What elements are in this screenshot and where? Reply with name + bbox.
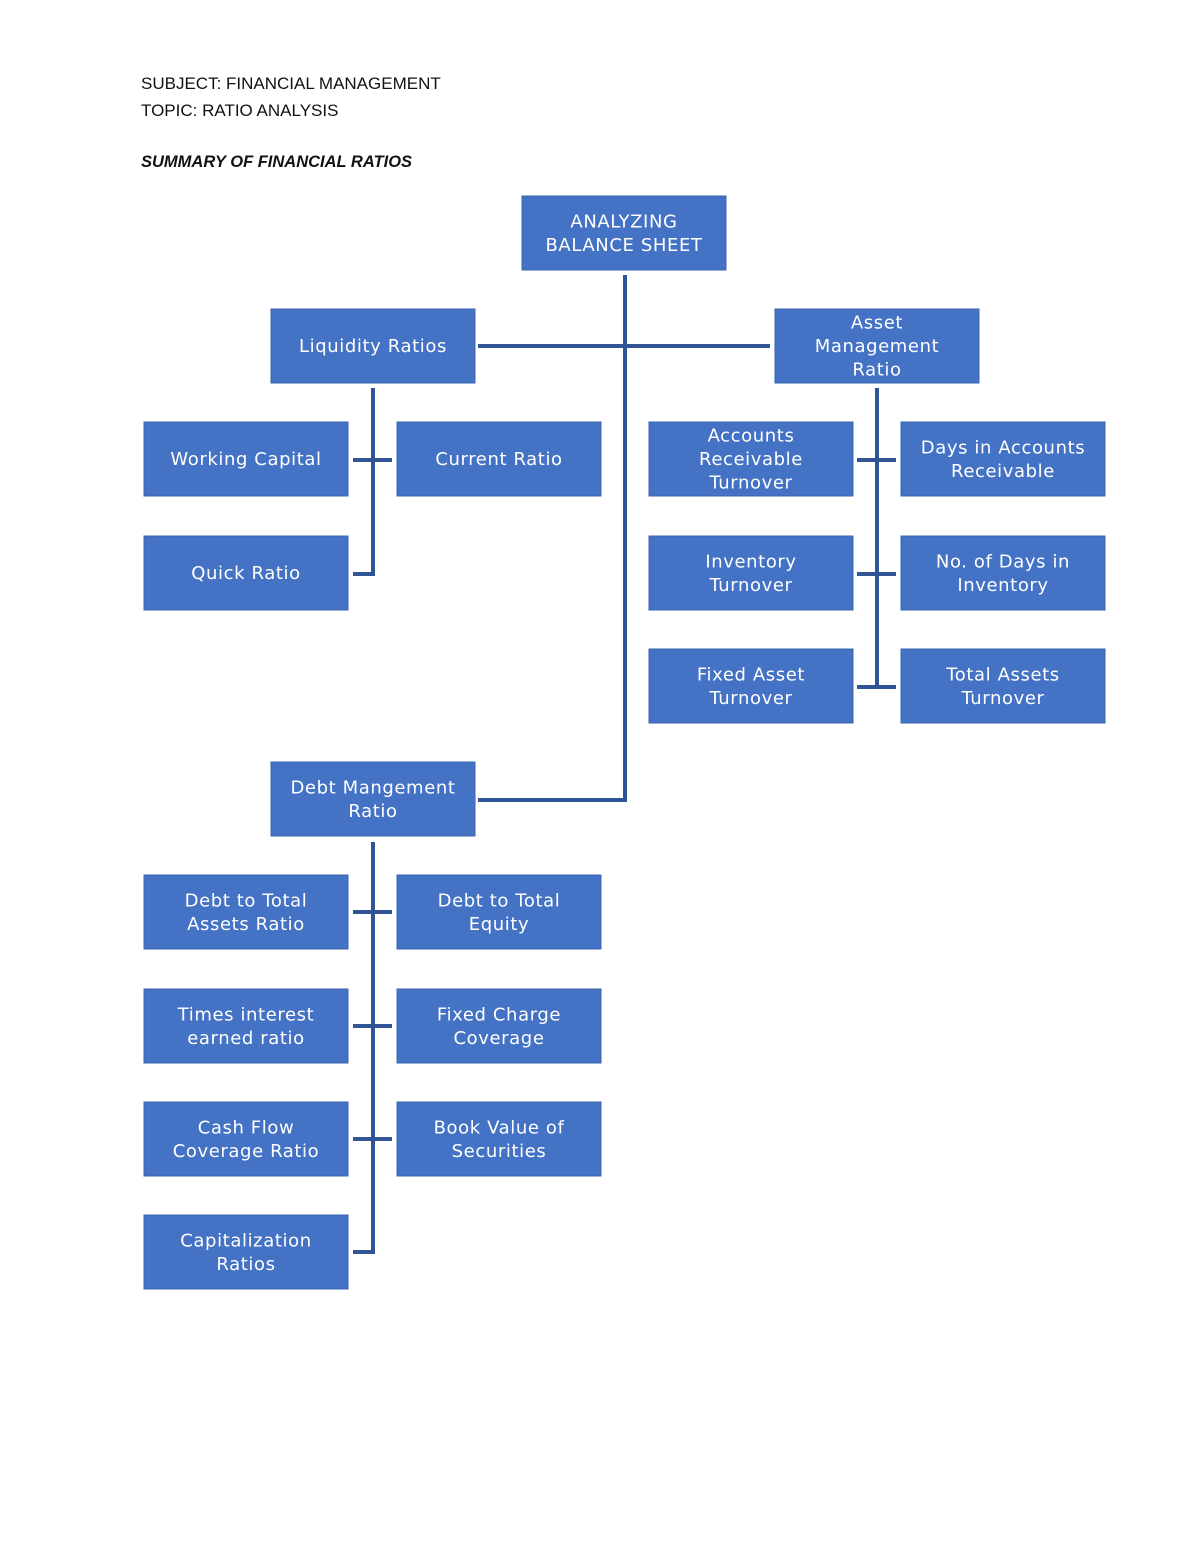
node-box-current-ratio: [396, 421, 602, 497]
node-label-days-in-accounts-receivable-line-2: Receivable: [951, 461, 1055, 482]
node-label-no-of-days-in-inventory-line-1: No. of Days in: [936, 551, 1070, 572]
node-box-no-of-days-in-inventory: [900, 535, 1106, 611]
node-label-debt-to-total-equity-line-2: Equity: [469, 914, 530, 935]
node-label-cash-flow-coverage-ratio-line-2: Coverage Ratio: [173, 1141, 320, 1162]
node-box-times-interest-earned-ratio: [143, 988, 349, 1064]
node-label-cash-flow-coverage-ratio-line-1: Cash Flow: [198, 1117, 295, 1138]
node-label-total-assets-turnover-line-1: Total Assets: [945, 664, 1060, 685]
node-quick-ratio: Quick Ratio: [143, 535, 349, 611]
node-current-ratio: Current Ratio: [396, 421, 602, 497]
connector-lines: [353, 275, 896, 1254]
node-book-value-of-securities: Book Value of Securities: [396, 1101, 602, 1177]
node-analyzing-balance-sheet: ANALYZING BALANCE SHEET: [521, 195, 727, 271]
connector-asset-group: [857, 388, 896, 689]
connector-liquidity-group: [353, 388, 392, 576]
node-label-no-of-days-in-inventory-line-2: Inventory: [957, 575, 1048, 596]
node-label-debt-to-total-assets-ratio-line-1: Debt to Total: [185, 890, 308, 911]
node-label-debt-to-total-assets-ratio-line-2: Assets Ratio: [187, 914, 305, 935]
node-box-debt-management-ratio: [270, 761, 476, 837]
node-box-total-assets-turnover: [900, 648, 1106, 724]
node-box-cash-flow-coverage-ratio: [143, 1101, 349, 1177]
node-working-capital: Working Capital: [143, 421, 349, 497]
node-liquidity-ratios: Liquidity Ratios: [270, 308, 476, 384]
node-no-of-days-in-inventory: No. of Days in Inventory: [900, 535, 1106, 611]
node-box-inventory-turnover: [648, 535, 854, 611]
node-label-times-interest-earned-ratio-line-1: Times interest: [177, 1004, 315, 1025]
node-box-fixed-charge-coverage: [396, 988, 602, 1064]
node-times-interest-earned-ratio: Times interest earned ratio: [143, 988, 349, 1064]
node-label-working-capital-line-1: Working Capital: [170, 449, 321, 470]
node-label-asset-management-ratio-line-1: Asset: [851, 313, 903, 334]
node-box-capitalization-ratios: [143, 1214, 349, 1290]
node-label-inventory-turnover-line-1: Inventory: [705, 551, 796, 572]
node-label-total-assets-turnover-line-2: Turnover: [960, 688, 1044, 709]
node-box-debt-to-total-equity: [396, 874, 602, 950]
node-label-book-value-of-securities-line-1: Book Value of: [434, 1117, 565, 1138]
node-label-debt-to-total-equity-line-1: Debt to Total: [438, 890, 561, 911]
node-box-asset-management-ratio: [774, 308, 980, 384]
node-box-days-in-accounts-receivable: [900, 421, 1106, 497]
node-box-book-value-of-securities: [396, 1101, 602, 1177]
node-label-fixed-charge-coverage-line-2: Coverage: [453, 1028, 544, 1049]
node-label-fixed-asset-turnover-line-2: Turnover: [708, 688, 792, 709]
node-box-liquidity-ratios: [270, 308, 476, 384]
subject-heading: SUBJECT: FINANCIAL MANAGEMENT: [141, 74, 441, 93]
node-label-debt-management-ratio-line-2: Ratio: [348, 801, 397, 822]
node-label-debt-management-ratio-line-1: Debt Mangement: [290, 777, 455, 798]
summary-title: SUMMARY OF FINANCIAL RATIOS: [141, 153, 413, 171]
connector-debt-group: [353, 842, 392, 1254]
node-label-asset-management-ratio-line-2: Management: [815, 336, 940, 357]
node-box-debt-to-total-assets-ratio: [143, 874, 349, 950]
node-label-book-value-of-securities-line-2: Securities: [452, 1141, 547, 1162]
node-label-times-interest-earned-ratio-line-2: earned ratio: [187, 1028, 305, 1049]
node-label-fixed-charge-coverage-line-1: Fixed Charge: [437, 1004, 561, 1025]
node-box-quick-ratio: [143, 535, 349, 611]
node-box-working-capital: [143, 421, 349, 497]
diagram-nodes: ANALYZING BALANCE SHEET Liquidity RatiosWo…: [143, 195, 1106, 1290]
node-label-capitalization-ratios-line-1: Capitalization: [180, 1230, 311, 1251]
connector-root-trunk: [478, 275, 627, 802]
topic-heading: TOPIC: RATIO ANALYSIS: [141, 101, 339, 120]
node-label-asset-management-ratio-line-3: Ratio: [852, 360, 901, 381]
node-label-days-in-accounts-receivable-line-1: Days in Accounts: [921, 437, 1085, 458]
node-label-quick-ratio-line-1: Quick Ratio: [191, 563, 300, 584]
node-box-accounts-receivable-turnover: [648, 421, 854, 497]
node-box-analyzing-balance-sheet: [521, 195, 727, 271]
node-label-current-ratio-line-1: Current Ratio: [435, 449, 562, 470]
node-label-analyzing-balance-sheet-line-2: BALANCE SHEET: [545, 235, 702, 256]
node-label-capitalization-ratios-line-2: Ratios: [216, 1254, 275, 1275]
node-label-inventory-turnover-line-2: Turnover: [708, 575, 792, 596]
node-label-analyzing-balance-sheet-line-1: ANALYZING: [570, 211, 677, 232]
node-label-accounts-receivable-turnover-line-3: Turnover: [708, 473, 792, 494]
node-label-fixed-asset-turnover-line-1: Fixed Asset: [697, 664, 805, 685]
node-label-accounts-receivable-turnover-line-1: Accounts: [708, 426, 795, 447]
node-label-accounts-receivable-turnover-line-2: Receivable: [699, 449, 803, 470]
node-label-liquidity-ratios-line-1: Liquidity Ratios: [299, 336, 447, 357]
node-box-fixed-asset-turnover: [648, 648, 854, 724]
